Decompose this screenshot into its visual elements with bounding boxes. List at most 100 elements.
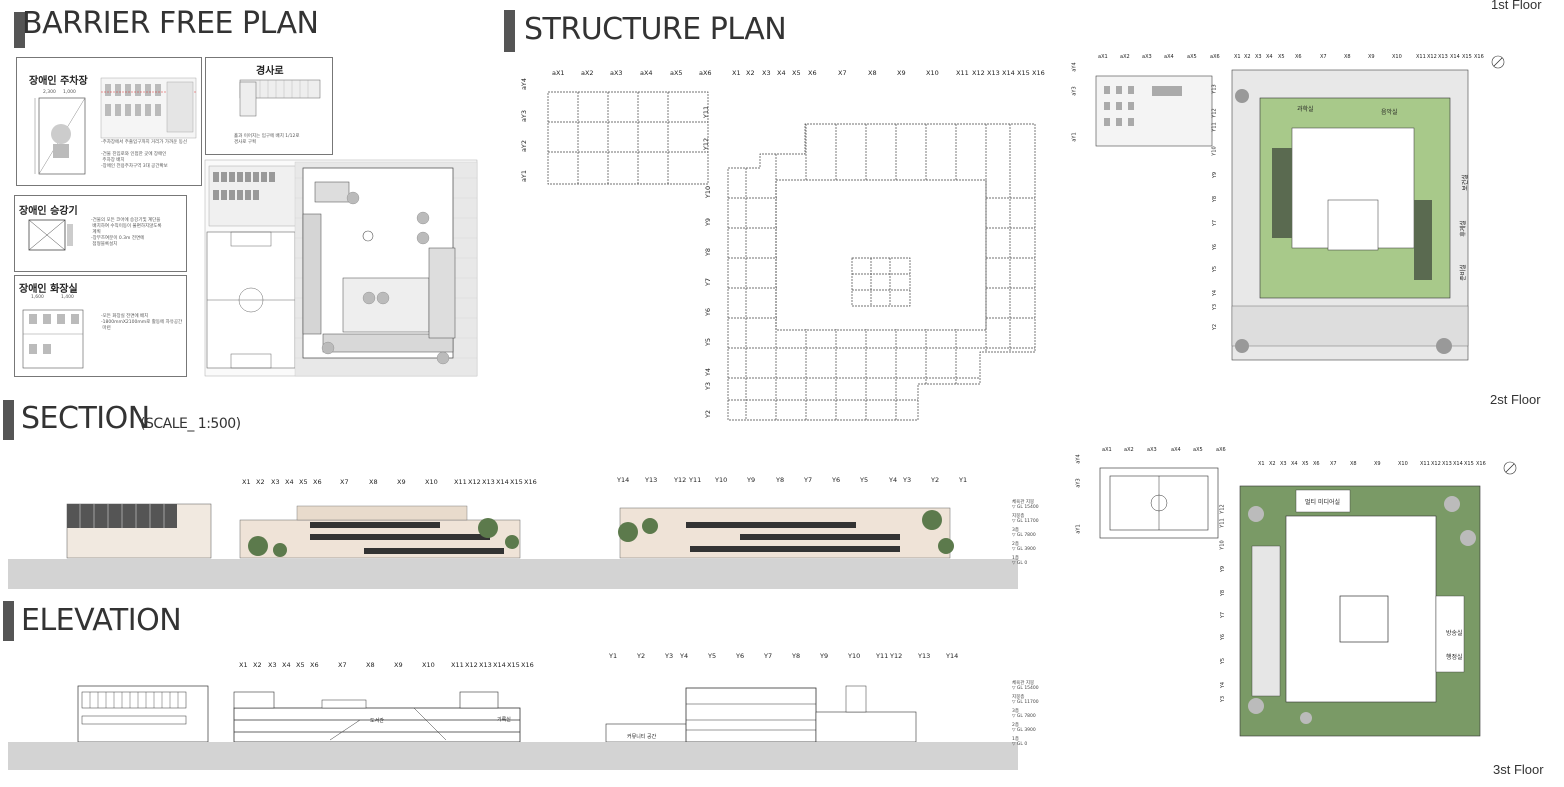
elev-x-x7: X7	[338, 661, 347, 669]
axis-label-struct-ax6: aX6	[699, 69, 712, 77]
elevator-drawing	[28, 219, 73, 251]
parking-dim-b: 1,000	[63, 90, 76, 95]
section-y-y10: Y10	[715, 476, 728, 484]
floor3-x-x6: X6	[1313, 461, 1320, 467]
section-x-x14: X14	[496, 478, 509, 486]
section-x-x4: X4	[285, 478, 294, 486]
floor3-x-ax5: aX5	[1193, 447, 1203, 453]
floor3-y-ay3: aY3	[1075, 478, 1082, 488]
floor3-x-ax1: aX1	[1102, 447, 1112, 453]
floor3-y-ay4: aY4	[1075, 454, 1082, 464]
floor2-y-y3: Y3	[1212, 303, 1219, 311]
elev-x-x3: X3	[268, 661, 277, 669]
floor-plan-bottom-right	[1099, 461, 1517, 737]
floor2-y-y12: Y12	[1211, 108, 1218, 118]
section-y-y14: Y14	[617, 476, 630, 484]
elev-y-y2: Y2	[637, 652, 646, 660]
section-gl-11700: ▽ GL 11700	[1012, 519, 1039, 524]
floor3-x-x8: X8	[1350, 461, 1357, 467]
floor3-x-x12: X12	[1431, 461, 1441, 467]
floor2-room-d: 휴게실	[1459, 220, 1467, 237]
floor3-y-y7: Y7	[1220, 611, 1227, 619]
floor3-x-x16: X16	[1476, 461, 1486, 467]
section-y-y13: Y13	[645, 476, 658, 484]
floor2-x-x15: X15	[1462, 54, 1472, 60]
floor2-x-ax5: aX5	[1187, 54, 1197, 60]
section-x-x7: X7	[340, 478, 349, 486]
elev-gl-0: ▽ GL 0	[1012, 742, 1028, 747]
elev-gl-11700: ▽ GL 11700	[1012, 700, 1039, 705]
floor3-x-x1: X1	[1258, 461, 1265, 467]
elev-y-y1: Y1	[609, 652, 618, 660]
floor2-y-ay1: aY1	[1071, 132, 1078, 142]
floor3-y-y11: Y11	[1219, 518, 1226, 528]
section-y-y2: Y2	[931, 476, 940, 484]
section-y-y1: Y1	[959, 476, 968, 484]
axis-label-struct-ay4: aY4	[520, 77, 529, 91]
floor3-x-x4: X4	[1291, 461, 1298, 467]
axis-label-struct-ax1: aX1	[552, 69, 565, 77]
axis-label-struct-x10: X10	[926, 69, 939, 77]
elev-x-x15: X15	[507, 661, 520, 669]
section-y-y6: Y6	[832, 476, 841, 484]
axis-label-struct-x15: X15	[1017, 69, 1030, 77]
third-floor-label: 3st Floor	[1493, 762, 1544, 777]
floor2-y-y13: Y13	[1211, 84, 1218, 94]
section-x-x3: X3	[271, 478, 280, 486]
section-x-x15: X15	[510, 478, 523, 486]
floor3-y-y4: Y4	[1220, 681, 1227, 689]
floor2-x-ax6: aX6	[1210, 54, 1220, 60]
axis-label-struct-x8: X8	[868, 69, 877, 77]
restroom-notes: -모든 화장실 전면에 배치 -1800mmX2100mm로 활동에 자유공간 …	[101, 314, 183, 331]
axis-label-struct-x2: X2	[746, 69, 755, 77]
elev-level-roof-gym: 체육관 지붕	[1012, 681, 1035, 686]
parking-title: 장애인 주차장	[29, 76, 88, 87]
axis-label-struct-x1: X1	[732, 69, 741, 77]
elevation-ground	[8, 742, 1018, 770]
elev-y-y6: Y6	[736, 652, 745, 660]
parking-stall-drawing	[34, 97, 86, 175]
floor3-x-x3: X3	[1280, 461, 1287, 467]
section-gl-7800: ▽ GL 7800	[1012, 533, 1036, 538]
floor2-x-ax1: aX1	[1098, 54, 1108, 60]
elev-x-x5: X5	[296, 661, 305, 669]
parking-detail-box: 장애인 주차장 2,300 1,000 -주차장에서 주출입구까지 거리가 가까…	[16, 57, 202, 186]
floor2-x-x5: X5	[1278, 54, 1285, 60]
elevator-detail-box: 장애인 승강기 -건물의 모든 코어에 승강기및 계단을 배치하여 수직이동이 …	[14, 195, 187, 272]
elev-level-1f: 1층	[1012, 737, 1020, 742]
floor2-y-y4: Y4	[1212, 289, 1219, 297]
floor2-y-y8: Y8	[1212, 195, 1219, 203]
section-gl-0: ▽ GL 0	[1012, 561, 1028, 566]
axis-label-struct-ay2: aY2	[520, 139, 529, 153]
section-x-x16: X16	[524, 478, 537, 486]
elev-x-x16: X16	[521, 661, 534, 669]
section-x-x2: X2	[256, 478, 265, 486]
floor3-y-y8: Y8	[1220, 589, 1227, 597]
elevator-notes: -건물의 모든 코어에 승강기및 계단을 배치하여 수직이동이 불편하지않도록 …	[91, 218, 162, 247]
elev-y-y10: Y10	[848, 652, 861, 660]
restroom-drawing	[22, 309, 84, 369]
section-y-y3: Y3	[903, 476, 912, 484]
floor3-x-x9: X9	[1374, 461, 1381, 467]
structure-heading: STRUCTURE PLAN	[524, 12, 787, 47]
floor2-room-c: 보건실	[1461, 174, 1469, 191]
elevation-drawing	[77, 685, 917, 743]
structure-heading-bar	[504, 10, 515, 52]
elev-y-y4: Y4	[680, 652, 689, 660]
elev-x-x14: X14	[493, 661, 506, 669]
floor-plan-top-right	[1095, 55, 1505, 361]
barrier-free-site-plan	[204, 159, 478, 377]
section-x-x1: X1	[242, 478, 251, 486]
floor3-y-y5: Y5	[1220, 657, 1227, 665]
floor2-x-x12: X12	[1427, 54, 1437, 60]
elev-x-x9: X9	[394, 661, 403, 669]
elev-x-x4: X4	[282, 661, 291, 669]
ramp-detail-box: 경사로 홀과 이어지는 입구에 배치 1/12로 경사로 구획	[205, 57, 333, 155]
floor3-x-x7: X7	[1330, 461, 1337, 467]
axis-label-struct-x11: X11	[956, 69, 969, 77]
floor2-x-x6: X6	[1295, 54, 1302, 60]
floor2-room-a: 과학실	[1297, 106, 1314, 113]
ramp-notes: 홀과 이어지는 입구에 배치 1/12로 경사로 구획	[234, 134, 300, 145]
floor2-x-ax2: aX2	[1120, 54, 1130, 60]
elev-x-x13: X13	[479, 661, 492, 669]
